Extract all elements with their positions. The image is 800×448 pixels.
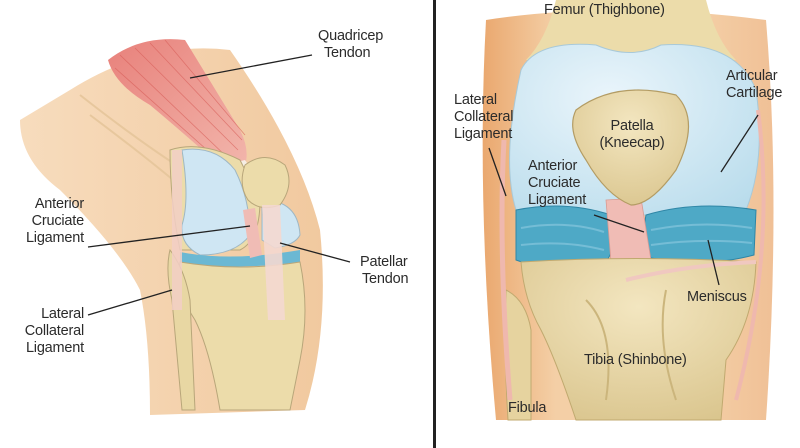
label-meniscus: Meniscus (687, 289, 747, 305)
anterior-knee-illustration (482, 0, 774, 421)
label-lateral-collateral-ligament: Lateral Collateral Ligament (454, 92, 514, 142)
patellar-tendon (262, 205, 285, 320)
leader-lines (87, 54, 351, 316)
lateral-collateral-ligament (499, 139, 513, 401)
patella-bone (241, 157, 290, 209)
label-patella: Patella (Kneecap) (599, 118, 665, 151)
quadricep-muscle (108, 39, 247, 170)
anterior-knee-panel: Femur (Thighbone) Articular Cartilage La… (436, 0, 800, 448)
label-femur: Femur (Thighbone) (544, 2, 665, 18)
meniscus (515, 205, 757, 269)
label-fibula: Fibula (508, 400, 547, 416)
lateral-knee-illustration (20, 39, 351, 415)
label-lateral-collateral-ligament: Lateral Collateral Ligament (24, 306, 84, 356)
medial-collateral-ligament (734, 109, 766, 401)
lateral-knee-panel: Quadricep Tendon Anterior Cruciate Ligam… (20, 28, 409, 415)
label-quadricep-tendon: Quadricep Tendon (318, 28, 384, 61)
lcl-ligament (172, 150, 182, 310)
label-articular-cartilage: Articular Cartilage (726, 68, 783, 101)
acl-ligament (243, 208, 262, 258)
label-patellar-tendon: Patellar Tendon (360, 254, 409, 287)
label-anterior-cruciate-ligament: Anterior Cruciate Ligament (25, 196, 84, 246)
label-tibia: Tibia (Shinbone) (584, 352, 687, 368)
panel-divider (433, 0, 436, 448)
tibia-bone (520, 258, 757, 421)
patella-bone (572, 89, 690, 206)
leader-lines (488, 114, 759, 286)
label-anterior-cruciate-ligament: Anterior Cruciate Ligament (528, 158, 587, 208)
